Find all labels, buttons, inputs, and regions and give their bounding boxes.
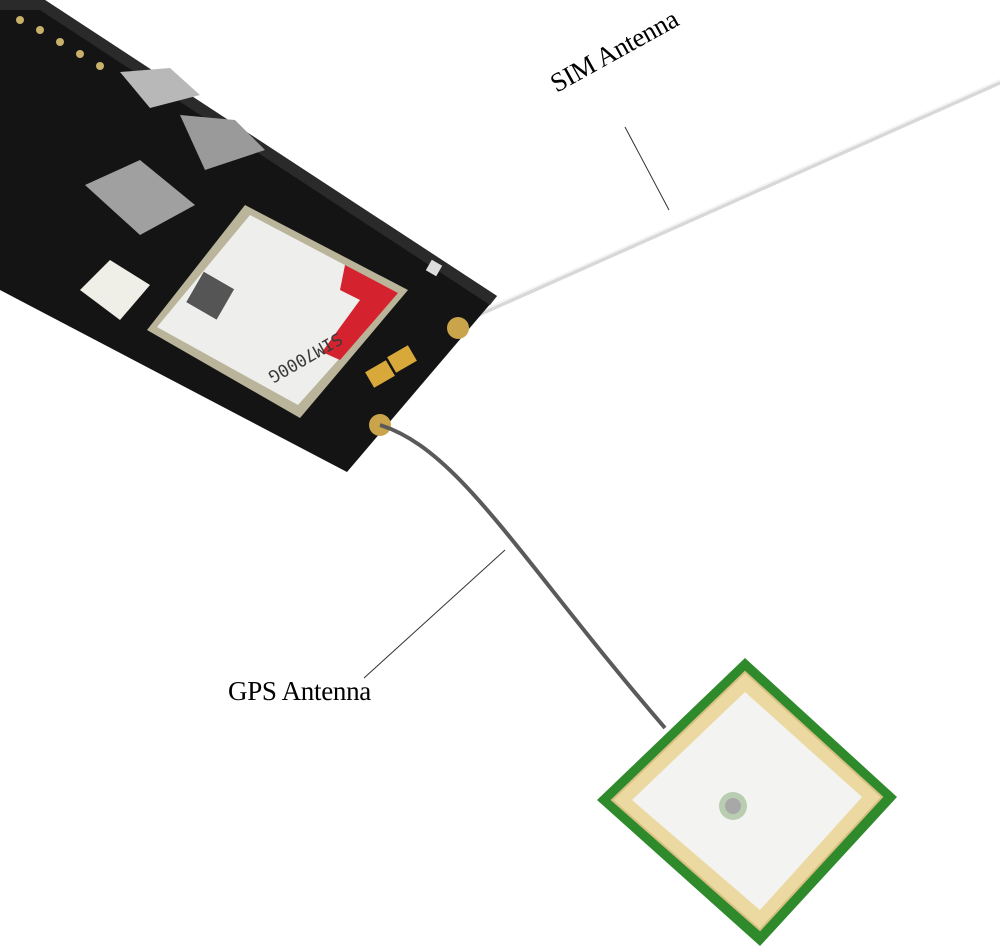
sd-slot [180, 115, 265, 170]
usb-c-port [120, 68, 200, 108]
sim-antenna-wire [468, 79, 1000, 321]
gps-label-leader [363, 549, 506, 679]
gps-antenna-label: GPS Antenna [228, 676, 371, 706]
header-pins [16, 16, 104, 70]
module-qr-code [186, 271, 235, 320]
gps-antenna-cable [379, 423, 667, 730]
capacitor [387, 345, 417, 373]
sim-label-leader [624, 126, 670, 211]
sim-antenna-wire-highlight [469, 79, 1000, 317]
battery-connector [80, 260, 150, 320]
simcom-logo [322, 265, 398, 360]
gps-feed-pin-center [725, 798, 741, 814]
pcb-board-edge [0, 0, 497, 305]
sim-card-slot [85, 160, 195, 235]
gps-patch-top [632, 692, 862, 910]
capacitor [365, 360, 395, 388]
sim-ufl-connector [447, 317, 469, 339]
reset-button [425, 259, 443, 277]
